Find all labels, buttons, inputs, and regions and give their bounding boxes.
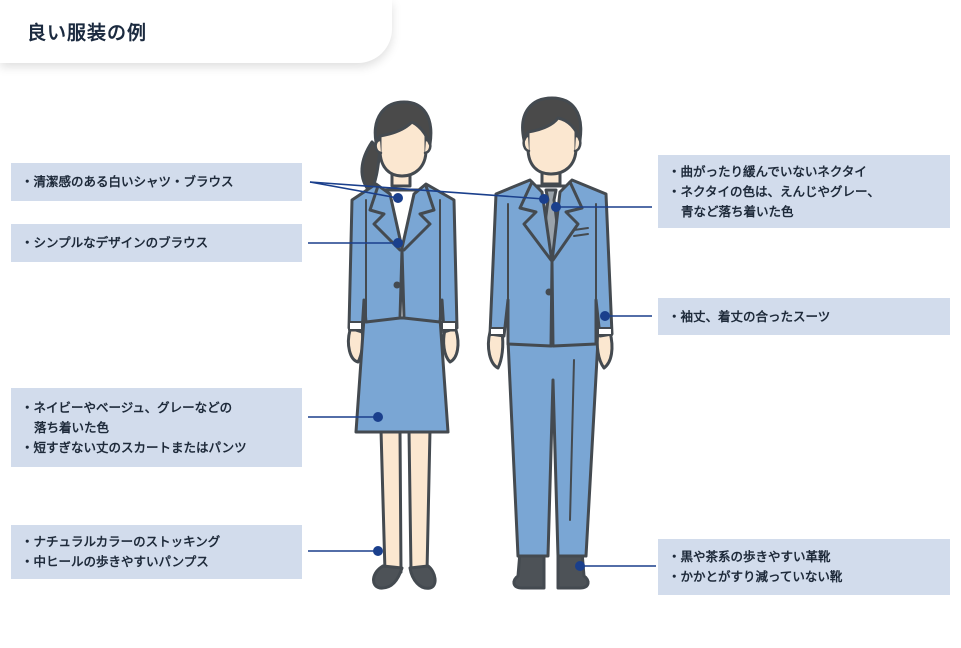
callout-tie-line-1: ・曲がったり緩んでいないネクタイ: [668, 163, 867, 179]
callout-shirt-line: ・清潔感のある白いシャツ・ブラウス: [21, 174, 234, 189]
callout-shoes-line-1: ・黒や茶系の歩きやすい革靴: [668, 549, 831, 564]
dot-shirt-man: [539, 194, 549, 204]
page-title: 良い服装の例: [27, 22, 148, 44]
connector-shirt-woman: [309, 181, 399, 199]
callout-blouse-line: ・シンプルなデザインのブラウス: [21, 235, 209, 250]
dot-tie: [551, 202, 561, 212]
connector-shirt-man: [309, 181, 545, 200]
callout-shoes: ・黒や茶系の歩きやすい革靴 ・かかとがすり減っていない靴: [658, 539, 950, 595]
connector-dots: [373, 193, 610, 571]
callout-skirt-line-3: ・短すぎない丈のスカートまたはパンツ: [21, 439, 247, 455]
callout-tie-line-2: ・ネクタイの色は、えんじやグレー、: [668, 183, 880, 199]
title-tab: 良い服装の例: [0, 0, 392, 63]
man-figure: [486, 96, 614, 590]
callout-shoes-line-2: ・かかとがすり減っていない靴: [668, 569, 843, 584]
callout-suit: ・袖丈、着丈の合ったスーツ: [658, 298, 950, 335]
callout-skirt: ・ネイビーやベージュ、グレーなどの 落ち着いた色 ・短すぎない丈のスカートまたは…: [11, 388, 302, 467]
callout-skirt-line-1: ・ネイビーやベージュ、グレーなどの: [21, 399, 233, 415]
callout-shirt: ・清潔感のある白いシャツ・ブラウス: [11, 163, 302, 201]
callout-stockings-line-1: ・ナチュラルカラーのストッキング: [21, 534, 221, 549]
callout-stockings: ・ナチュラルカラーのストッキング ・中ヒールの歩きやすいパンプス: [11, 525, 302, 579]
dot-shoes: [575, 561, 585, 571]
connector-lines: [308, 181, 656, 567]
dot-skirt: [373, 412, 383, 422]
callout-blouse: ・シンプルなデザインのブラウス: [11, 224, 302, 262]
dot-shirt-woman: [393, 193, 403, 203]
dot-blouse: [393, 238, 403, 248]
callout-stockings-line-2: ・中ヒールの歩きやすいパンプス: [21, 554, 209, 569]
callout-tie-line-3: 青など落ち着いた色: [681, 203, 794, 219]
woman-figure: [346, 100, 460, 590]
callout-tie: ・曲がったり緩んでいないネクタイ ・ネクタイの色は、えんじやグレー、 青など落ち…: [658, 155, 950, 228]
dot-suit: [600, 311, 610, 321]
dot-stockings: [373, 546, 383, 556]
callout-suit-line: ・袖丈、着丈の合ったスーツ: [668, 308, 831, 324]
callout-skirt-line-2: 落ち着いた色: [34, 419, 110, 435]
